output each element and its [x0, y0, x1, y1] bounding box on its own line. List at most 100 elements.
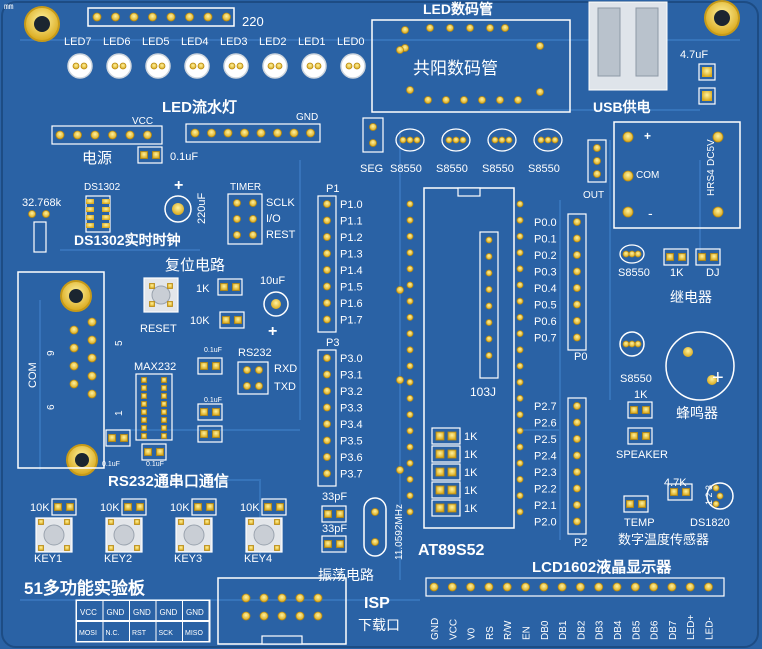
relay-model-1: HRS4 [706, 169, 717, 196]
solder-pad [406, 216, 414, 224]
p0-header-label: P0 [574, 351, 587, 363]
led-label: LED0 [337, 36, 365, 48]
solder-pad [466, 24, 474, 32]
solder-pad [491, 136, 499, 144]
solder-pad [537, 136, 545, 144]
port-pin-label: P2.2 [534, 484, 557, 496]
relay-minus: - [648, 205, 653, 221]
solder-pad [371, 538, 379, 546]
rs232-rxd: RXD [274, 363, 297, 375]
port-pin-label: P2.6 [534, 418, 557, 430]
resistor-outline [627, 401, 653, 419]
rtc-pads [28, 199, 257, 253]
usb-cap-label: 4.7uF [680, 49, 708, 61]
solder-pad [144, 448, 152, 456]
power-header-right [185, 123, 321, 143]
solder-pad [573, 402, 581, 410]
temp-pins: 1 2 3 [704, 485, 714, 505]
db9-pin9: 9 [46, 350, 57, 356]
solder-pad [236, 62, 244, 70]
solder-pad [249, 215, 257, 223]
solder-pad [55, 130, 65, 140]
solder-pad [194, 503, 202, 511]
reset-cap: 10uF [260, 275, 285, 287]
seg-display-title: LED数码管 [423, 1, 493, 17]
solder-pad [161, 401, 167, 407]
mcu-pads [396, 200, 524, 516]
port-pin-label: P0.2 [534, 250, 557, 262]
db9-pin1: 1 [114, 410, 125, 416]
solder-pad [712, 206, 724, 218]
solder-pad [220, 283, 228, 291]
solder-pad [200, 430, 208, 438]
solder-pad [134, 545, 140, 551]
led-body [145, 53, 171, 79]
rs232-txd: TXD [274, 381, 296, 393]
db9-pads [69, 317, 97, 399]
led-label: LED6 [103, 36, 131, 48]
solder-pad [429, 582, 439, 592]
key-label: KEY2 [104, 553, 132, 565]
port-pin-label: P0.7 [534, 333, 557, 345]
port-pin-label: P2.5 [534, 434, 557, 446]
buzzer-plus: + [712, 367, 724, 389]
solder-pad [152, 151, 160, 159]
solder-pad [212, 362, 220, 370]
solder-pad [345, 62, 353, 70]
solder-pad [323, 299, 331, 307]
solder-pad [612, 582, 622, 592]
solder-pad [161, 385, 167, 391]
relay-out-label: OUT [583, 190, 604, 201]
solder-pad [277, 593, 287, 603]
solder-pad [267, 62, 275, 70]
seg-display-outline [371, 19, 571, 113]
solder-pad [573, 234, 581, 243]
solder-pad [406, 281, 414, 289]
solder-pad [622, 170, 634, 182]
solder-pad [573, 435, 581, 443]
solder-pad [323, 249, 331, 258]
solder-pad [90, 130, 100, 140]
solder-pad [204, 519, 210, 525]
resistor-outline [197, 357, 223, 375]
solder-pad [369, 139, 377, 147]
solder-pad [435, 431, 445, 441]
solder-pad [87, 371, 97, 381]
led-body [67, 53, 93, 79]
port-pin-label: P2.1 [534, 500, 557, 512]
relay-com: COM [636, 170, 659, 181]
solder-pad [573, 333, 581, 342]
solder-pad [314, 62, 322, 70]
resistor-outline [105, 429, 131, 447]
led-label: LED1 [298, 36, 326, 48]
solder-pad [435, 449, 445, 459]
solder-pad [203, 12, 213, 22]
solder-pad [80, 62, 88, 70]
solder-pad [69, 325, 79, 335]
led-label: LED4 [181, 36, 209, 48]
solder-pad [243, 382, 251, 390]
led-header [87, 7, 235, 27]
solder-pad [369, 123, 377, 131]
solder-pad [452, 136, 460, 144]
solder-pad [573, 218, 581, 226]
port-pin-label: P1.3 [340, 249, 363, 261]
resistor-outline [321, 535, 347, 553]
osc-cap1: 33pF [322, 491, 347, 503]
rtc-title: DS1302实时时钟 [74, 232, 181, 248]
led-label: LED3 [220, 36, 248, 48]
solder-pad [111, 62, 119, 70]
isp-pin-label: VCC [80, 608, 97, 617]
solder-pad [323, 420, 331, 428]
reset-pads [149, 278, 245, 329]
solder-pad [712, 484, 720, 492]
solder-pad [87, 317, 97, 327]
led-body [184, 53, 210, 79]
solder-pad [399, 136, 407, 144]
reset-label: RESET [140, 323, 177, 335]
solder-pad [141, 385, 147, 391]
solder-pad [516, 492, 524, 500]
solder-pad [406, 492, 414, 500]
solder-pad [406, 265, 414, 273]
transistor-outline [533, 128, 563, 152]
